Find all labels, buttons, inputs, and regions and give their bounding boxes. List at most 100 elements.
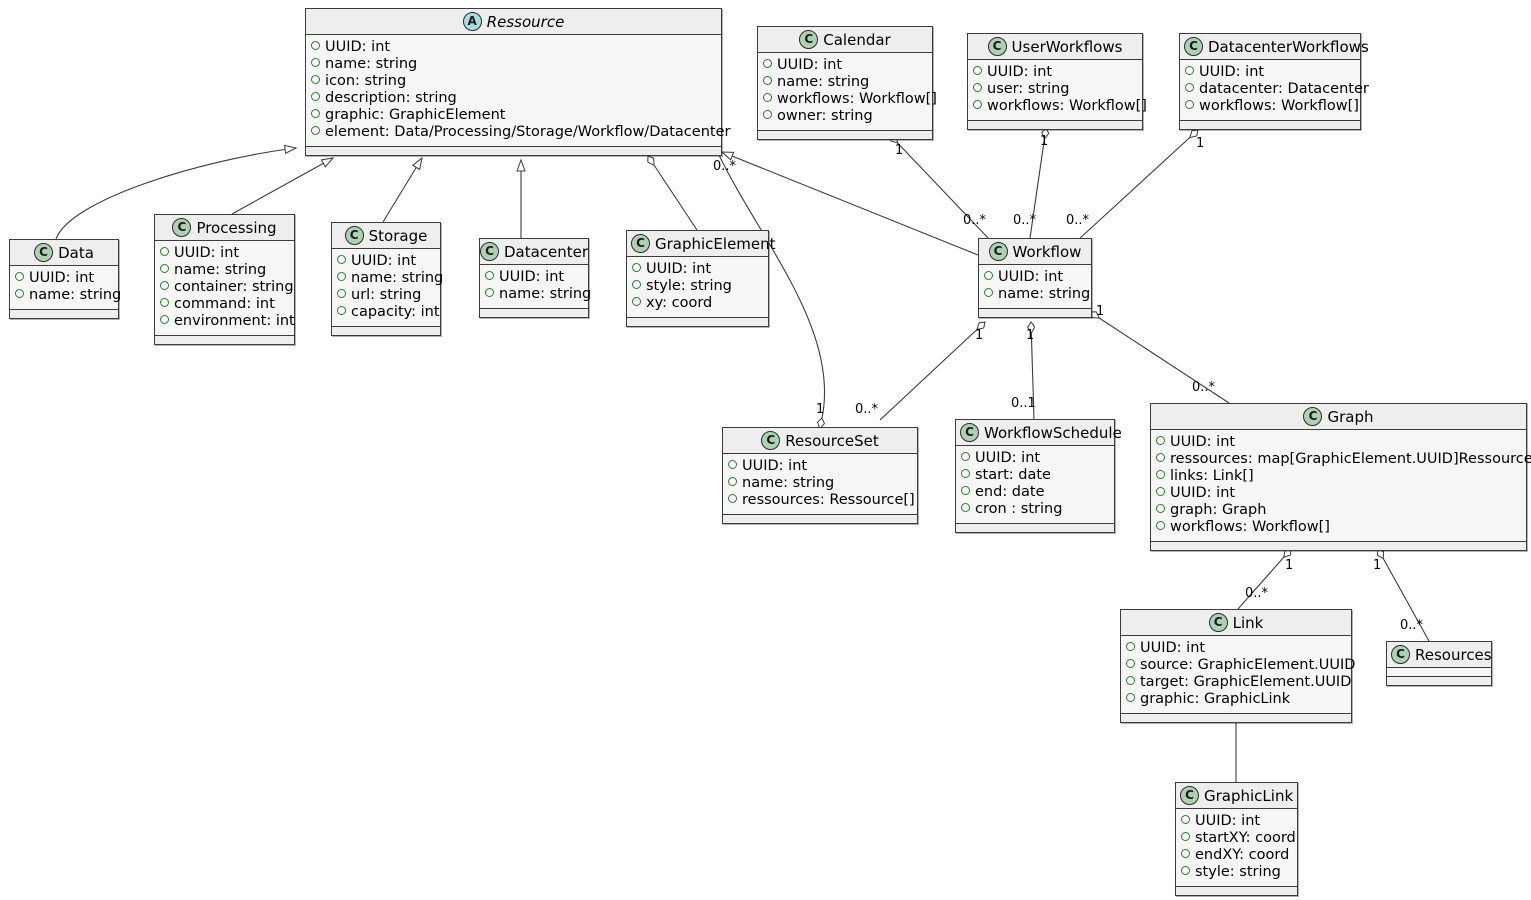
class-name-resources: Resources — [1415, 645, 1492, 664]
visibility-package-icon — [485, 271, 494, 280]
class-attribute: UUID: int — [15, 270, 111, 287]
class-attribute: UUID: int — [1126, 640, 1344, 657]
attribute-label: workflows: Workflow[] — [987, 98, 1147, 114]
attribute-label: style: string — [1195, 864, 1281, 880]
attribute-label: name: string — [777, 74, 870, 90]
multiplicity-label: 1 — [895, 143, 904, 158]
attribute-label: UUID: int — [325, 39, 391, 55]
class-methods-storage — [332, 327, 440, 335]
class-attribute: startXY: coord — [1181, 830, 1296, 847]
class-attribute: capacity: int — [337, 304, 440, 321]
attribute-label: xy: coord — [646, 295, 713, 311]
class-icon: C — [631, 234, 650, 253]
visibility-package-icon — [1185, 66, 1194, 75]
visibility-package-icon — [337, 272, 346, 281]
class-attribute: UUID: int — [984, 269, 1084, 286]
visibility-package-icon — [15, 272, 24, 281]
attribute-label: ressources: Ressource[] — [742, 492, 915, 508]
class-attribute: name: string — [984, 286, 1090, 303]
multiplicity-label: 0..* — [713, 159, 737, 174]
attribute-label: ressources: map[GraphicElement.UUID]Ress… — [1170, 451, 1531, 467]
visibility-package-icon — [160, 298, 169, 307]
multiplicity-label: 1 — [816, 402, 825, 417]
class-name-resourceset: ResourceSet — [785, 431, 879, 450]
multiplicity-label: 1 — [1373, 558, 1382, 573]
class-icon: C — [344, 226, 364, 245]
class-attributes-resources — [1387, 668, 1491, 677]
edge-workflow-resourceset — [879, 321, 986, 421]
visibility-package-icon — [961, 469, 970, 478]
visibility-package-icon — [1156, 487, 1165, 496]
class-attribute: UUID: int — [160, 245, 287, 262]
multiplicity-label: 0..1 — [1011, 396, 1036, 411]
class-icon: C — [1184, 37, 1203, 56]
class-attribute: environment: int — [160, 313, 295, 330]
visibility-package-icon — [337, 289, 346, 298]
visibility-package-icon — [763, 110, 772, 119]
class-icon: C — [1391, 645, 1410, 664]
visibility-package-icon — [160, 264, 169, 273]
class-attribute: workflows: Workflow[] — [1185, 98, 1359, 115]
visibility-package-icon — [728, 460, 737, 469]
attribute-label: UUID: int — [1140, 640, 1206, 656]
visibility-package-icon — [15, 289, 24, 298]
attribute-label: UUID: int — [174, 245, 240, 261]
attribute-label: UUID: int — [1195, 813, 1261, 829]
class-attribute: ressources: Ressource[] — [728, 492, 915, 509]
uml-class-resources[interactable]: C Resources — [1386, 641, 1492, 686]
class-attribute: datacenter: Datacenter — [1185, 81, 1369, 98]
class-methods-userworkflows — [968, 121, 1142, 129]
multiplicity-label: 0..* — [1066, 213, 1090, 228]
visibility-package-icon — [1181, 849, 1190, 858]
class-methods-resourceset — [723, 515, 917, 523]
attribute-label: element: Data/Processing/Storage/Workflo… — [325, 124, 731, 140]
multiplicity-label: 1 — [1040, 134, 1049, 149]
attribute-label: container: string — [174, 279, 294, 295]
visibility-package-icon — [973, 83, 982, 92]
attribute-label: name: string — [174, 262, 267, 278]
class-name-graphiclink: GraphicLink — [1204, 786, 1294, 805]
class-icon: C — [479, 242, 499, 261]
class-methods-processing — [155, 336, 294, 344]
attribute-label: UUID: int — [998, 269, 1064, 285]
attribute-label: UUID: int — [987, 64, 1053, 80]
attribute-label: environment: int — [174, 313, 295, 329]
visibility-package-icon — [973, 100, 982, 109]
class-name-graph: Graph — [1327, 407, 1374, 426]
attribute-label: workflows: Workflow[] — [777, 91, 937, 107]
attribute-label: target: GraphicElement.UUID — [1140, 674, 1352, 690]
visibility-package-icon — [973, 66, 982, 75]
class-name-graphicelement: GraphicElement — [655, 234, 776, 253]
visibility-package-icon — [1126, 642, 1135, 651]
class-name-datacenterworkflows: DatacenterWorkflows — [1208, 37, 1369, 56]
multiplicity-label: 0..* — [1013, 213, 1037, 228]
